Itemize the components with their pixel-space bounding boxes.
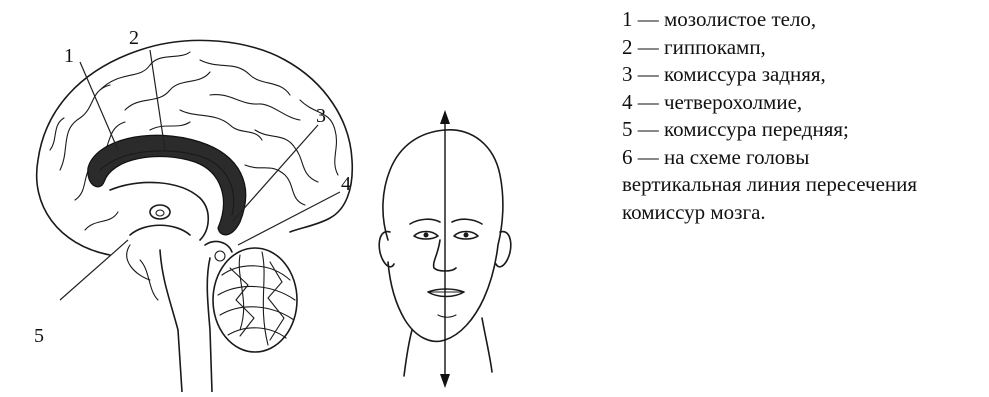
callout-4: 4 [341, 174, 351, 194]
callout-2: 2 [129, 28, 139, 48]
head-schematic [379, 110, 511, 388]
brain-illustration [37, 40, 353, 392]
callout-1: 1 [64, 46, 74, 66]
cerebellum [213, 248, 297, 352]
axis-arrow-up-icon [440, 110, 450, 124]
head-outline [383, 130, 503, 342]
corpus-callosum [88, 135, 246, 235]
legend: 1 — мозолистое тело, 2 — гиппокамп, 3 — … [622, 6, 989, 226]
legend-item-1: 1 — мозолистое тело, [622, 6, 989, 34]
axis-arrow-down-icon [440, 374, 450, 388]
legend-item-6-end: комиссур мозга. [622, 199, 989, 227]
legend-item-3: 3 — комиссура задняя, [622, 61, 989, 89]
legend-item-5: 5 — комиссура передняя; [622, 116, 989, 144]
legend-item-6: 6 — на схеме головы [622, 144, 989, 172]
brainstem [160, 250, 212, 392]
callout-5: 5 [34, 326, 44, 346]
legend-item-6-cont: вертикальная линия пересечения [622, 171, 989, 199]
legend-item-2: 2 — гиппокамп, [622, 34, 989, 62]
callout-3: 3 [316, 106, 326, 126]
legend-item-4: 4 — четверохолмие, [622, 89, 989, 117]
